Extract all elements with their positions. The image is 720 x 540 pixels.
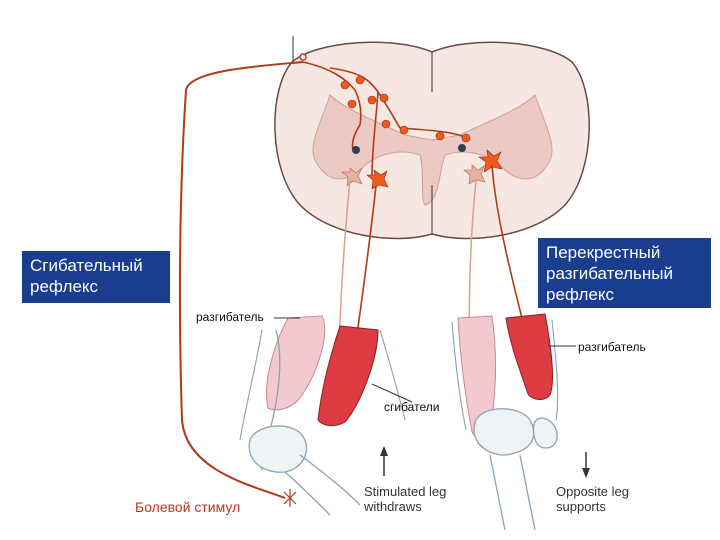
interneuron: [435, 131, 445, 141]
arrow-down-icon: [582, 452, 590, 478]
interneuron: [340, 80, 350, 90]
right-knee: [473, 408, 535, 456]
afferent-nerve: [178, 61, 304, 499]
left-extensor-muscle: [266, 315, 326, 411]
right-thigh-outline: [451, 319, 559, 431]
pain-stimulus-label: Болевой стимул: [135, 499, 241, 515]
right-patella: [532, 417, 558, 449]
pain-icon: [283, 489, 297, 507]
spinal-cord-section: [274, 41, 590, 240]
motor-neuron-left-extensor: [341, 167, 363, 187]
crossed-extensor-reflex-label: Перекрестный разгибательный рефлекс: [538, 238, 711, 308]
flexor-reflex-label: Сгибательный рефлекс: [22, 251, 170, 303]
interneurons: [340, 75, 471, 143]
extensor-left-label: разгибатель: [196, 310, 264, 324]
left-thigh-outline: [239, 329, 406, 441]
interneuron: [381, 119, 391, 129]
stimulated-leg-caption: Stimulated leg withdraws: [364, 484, 447, 514]
right-leg: [451, 313, 559, 531]
left-knee: [248, 425, 308, 473]
inhibitory-interneuron-left: [352, 146, 360, 154]
left-shin: [284, 454, 361, 516]
interneuron: [355, 75, 365, 85]
right-shin: [489, 454, 536, 531]
dorsal-root-ganglion: [299, 53, 307, 61]
motor-neuron-left-flexor: [366, 169, 389, 190]
flexors-label: сгибатели: [384, 400, 440, 414]
interneuron: [367, 95, 377, 105]
interneuron: [379, 93, 389, 103]
left-leg: [239, 315, 406, 516]
arrow-up-icon: [380, 446, 388, 476]
interneuron: [347, 99, 357, 109]
extensor-right-label: разгибатель: [578, 340, 646, 354]
interneuron: [461, 133, 471, 143]
opposite-leg-caption: Opposite leg supports: [556, 484, 629, 514]
inhibitory-interneuron-right: [458, 144, 466, 152]
left-flexor-muscle: [317, 325, 379, 427]
right-flexor-muscle: [505, 313, 554, 400]
interneuron: [399, 125, 409, 135]
pointer-flexors: [371, 383, 413, 403]
